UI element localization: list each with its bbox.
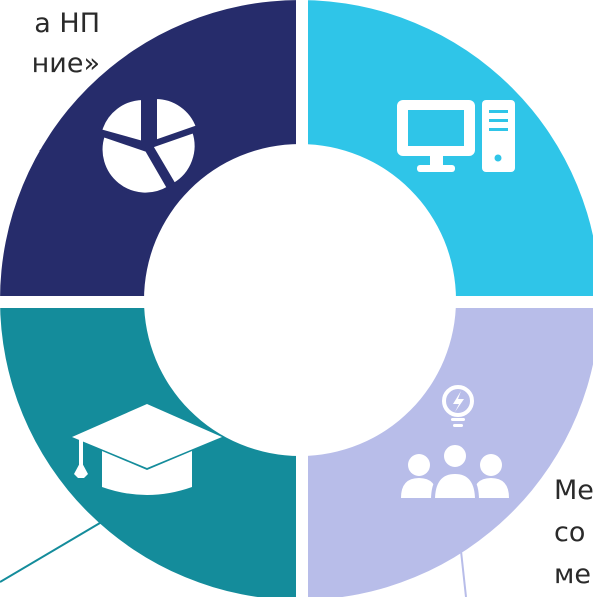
label-top-left-line-2: ние» [31,48,100,79]
label-top-left: а НП ние» [0,4,100,84]
computer-icon [397,100,515,172]
segment-top-left [0,0,300,300]
label-bottom-right-line-1: Ме [554,475,593,506]
label-top-left-line-1: а НП [34,8,100,39]
pie-chart-icon [98,94,200,197]
segment-gap-horizontal [0,296,593,308]
label-bottom-right-line-3: ме [554,559,591,590]
team-idea-icon [401,385,509,502]
graduation-cap-icon [72,404,222,495]
connector-line-bottom-left [0,519,106,583]
label-bottom-right: Ме со ме [554,470,593,596]
label-bottom-right-line-2: со [554,517,586,548]
